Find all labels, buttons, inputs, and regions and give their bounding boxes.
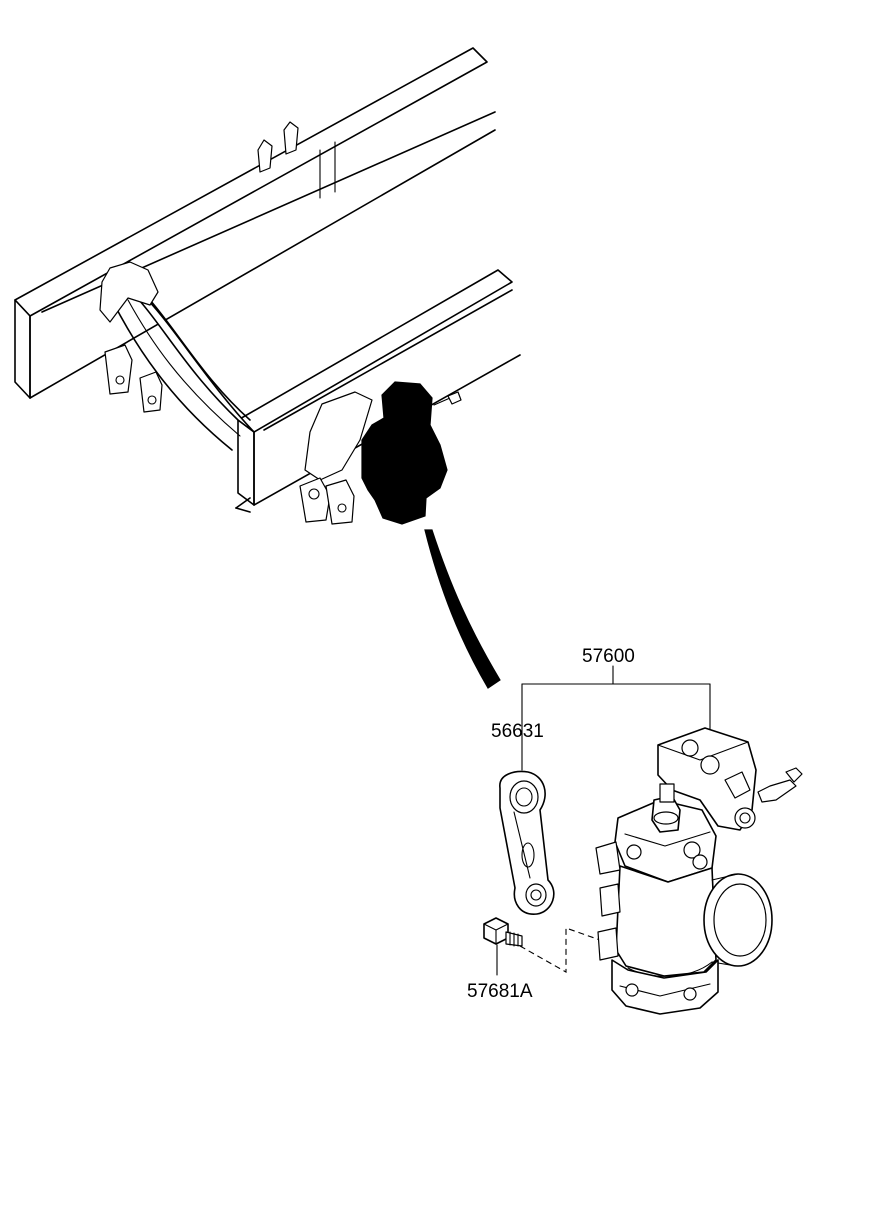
- steering-gear-location-highlight: [361, 381, 501, 689]
- leader-lines: [496, 665, 711, 976]
- vehicle-frame: [14, 47, 521, 525]
- part-labels: 57600 56631 57681A: [467, 646, 635, 1002]
- part-number-57681a[interactable]: 57681A: [467, 981, 533, 1002]
- steering-gear-assembly: [595, 727, 803, 1015]
- part-number-56631[interactable]: 56631: [491, 721, 544, 742]
- mounting-bolt: [483, 917, 523, 947]
- pitman-arm: [499, 770, 555, 915]
- part-number-57600[interactable]: 57600: [582, 646, 635, 667]
